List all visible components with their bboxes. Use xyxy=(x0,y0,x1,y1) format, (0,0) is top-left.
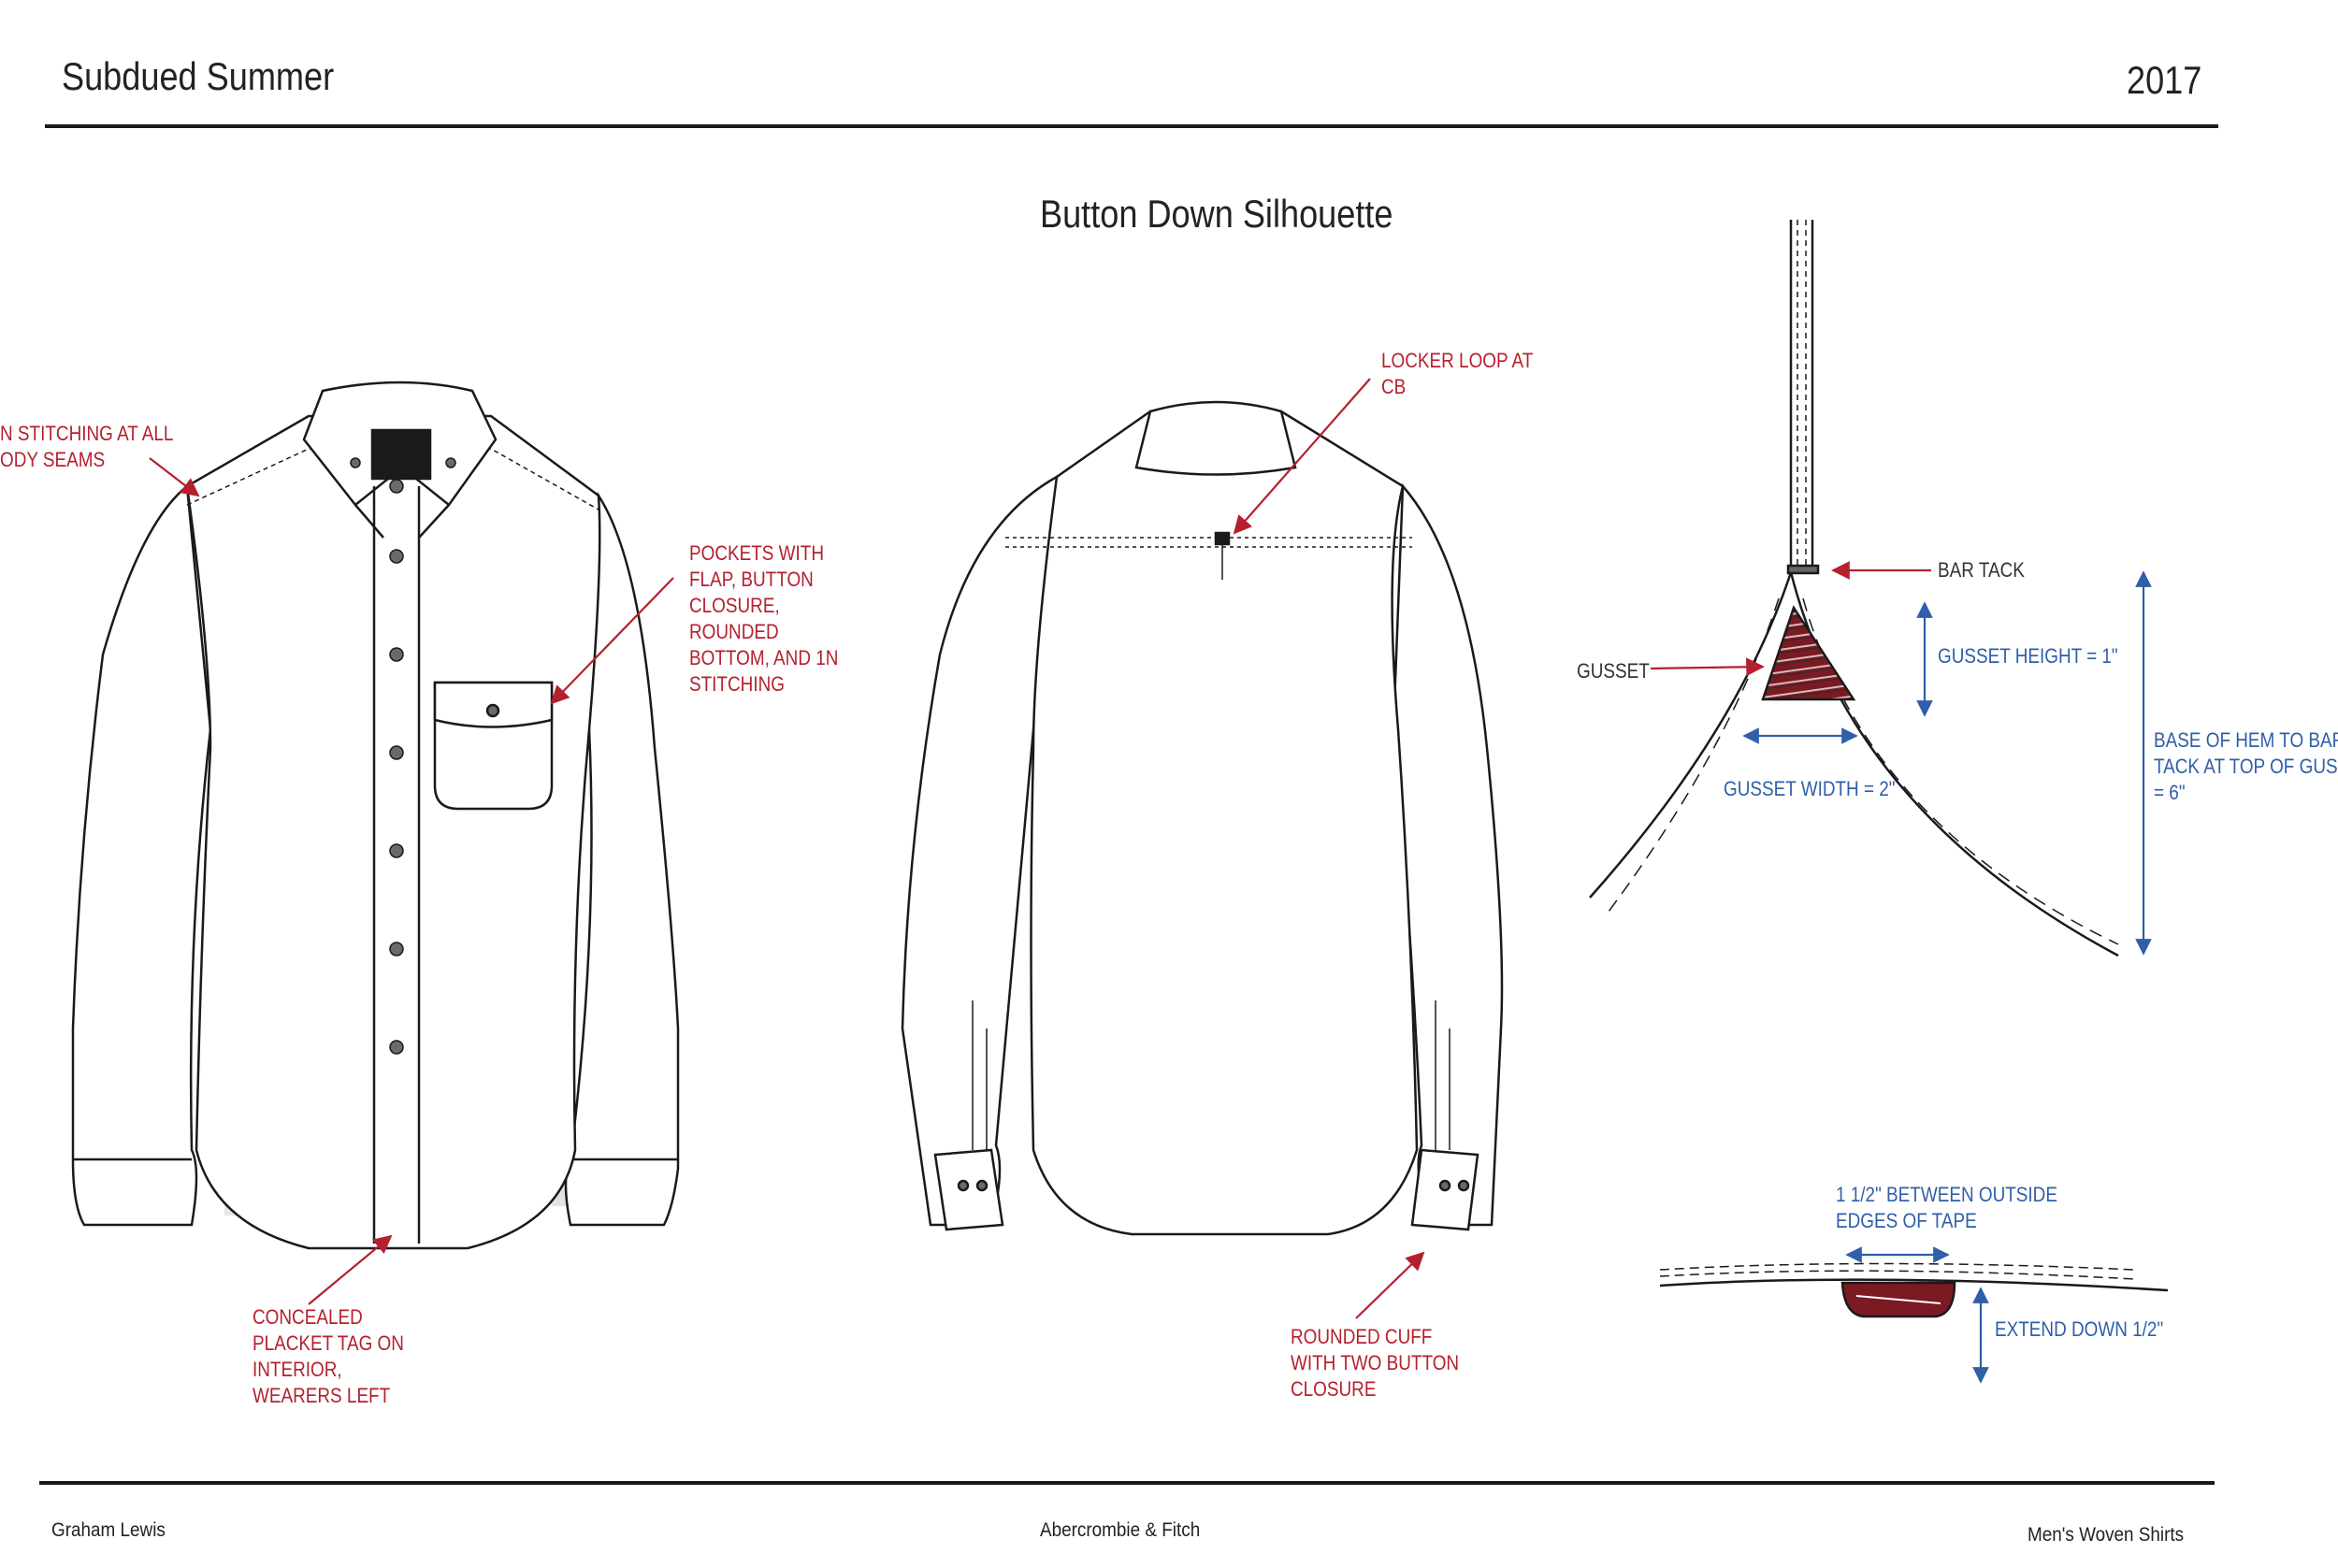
front-placket xyxy=(372,486,421,1244)
callout-pocket: POCKETS WITH FLAP, BUTTON CLOSURE, ROUND… xyxy=(689,541,839,696)
hem-left-curve xyxy=(1589,571,1793,899)
label-base-of-hem: BASE OF HEM TO BAR TACK AT TOP OF GUSSET… xyxy=(2154,728,2338,804)
diagram-title: Button Down Silhouette xyxy=(1040,192,1393,236)
footer-rule xyxy=(39,1481,2215,1485)
arrow-cuff xyxy=(1355,1251,1425,1319)
footer-brand: Abercrombie & Fitch xyxy=(1040,1519,1201,1541)
arrow-pocket xyxy=(550,577,674,705)
label-gusset-width: GUSSET WIDTH = 2" xyxy=(1724,777,1896,800)
back-left-sleeve xyxy=(901,474,1059,1227)
front-buttons xyxy=(350,457,456,1055)
header-rule xyxy=(45,124,2218,128)
loop-detail xyxy=(1659,1262,2169,1318)
hem-right-curve xyxy=(1789,571,2119,957)
bar-tack xyxy=(1786,564,1820,575)
front-shirt xyxy=(71,381,680,1250)
callout-placket-tag: CONCEALED PLACKET TAG ON INTERIOR, WEARE… xyxy=(253,1305,404,1407)
label-extend-down: EXTEND DOWN 1/2" xyxy=(1995,1317,2164,1341)
back-shirt xyxy=(901,400,1504,1236)
callout-cuff: ROUNDED CUFF WITH TWO BUTTON CLOSURE xyxy=(1291,1325,1460,1401)
footer-designer: Graham Lewis xyxy=(51,1519,166,1541)
callout-locker-loop: LOCKER LOOP AT CB xyxy=(1381,349,1534,398)
neck-label xyxy=(370,428,432,481)
front-left-sleeve xyxy=(71,483,212,1227)
label-gusset-height: GUSSET HEIGHT = 1" xyxy=(1938,644,2118,668)
arrow-seam-stitching xyxy=(149,457,200,497)
arrow-locker-loop xyxy=(1233,378,1371,535)
back-left-cuff xyxy=(933,1148,1004,1231)
collection-title: Subdued Summer xyxy=(62,54,335,98)
label-gusset: GUSSET xyxy=(1577,659,1650,683)
callout-seam-stitching: N STITCHING AT ALL ODY SEAMS xyxy=(0,422,174,471)
collection-year: 2017 xyxy=(2127,58,2202,102)
label-bar-tack: BAR TACK xyxy=(1938,558,2025,582)
gusset-triangle xyxy=(1761,605,1856,701)
front-body xyxy=(185,414,601,1250)
arrow-placket-tag xyxy=(308,1234,393,1305)
gusset-detail xyxy=(1589,220,2119,957)
footer-category: Men's Woven Shirts xyxy=(2028,1524,2185,1546)
label-between-edges: 1 1/2" BETWEEN OUTSIDE EDGES OF TAPE xyxy=(1836,1183,2057,1232)
locker-loop xyxy=(1214,531,1231,546)
arrow-gusset xyxy=(1650,657,1765,677)
back-body xyxy=(1030,410,1419,1236)
side-seam xyxy=(1789,220,1814,570)
back-collar xyxy=(1134,400,1297,476)
